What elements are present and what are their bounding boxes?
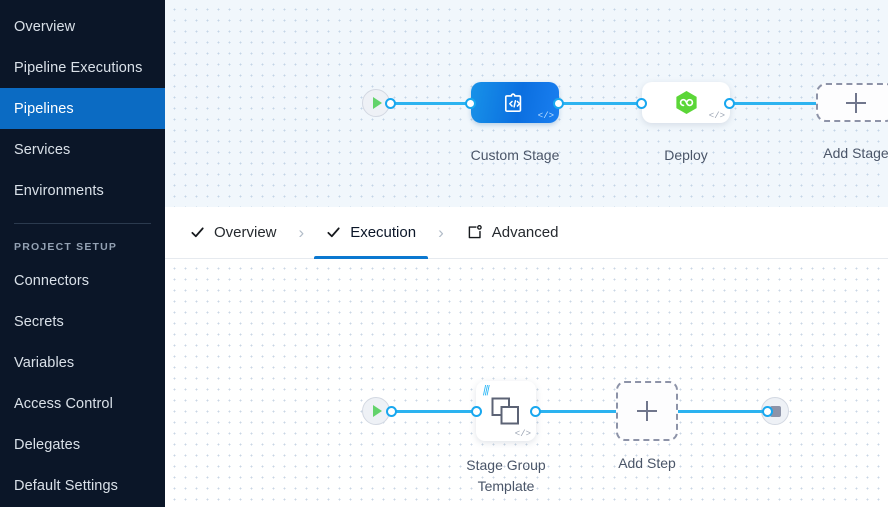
link-add-step-to-end [675,410,773,413]
stacked-squares-icon [491,397,519,425]
play-icon [372,97,382,109]
step-tabbar: Overview › Execution › Advanced [165,207,888,259]
link-start-to-stage-group [391,410,476,413]
add-stage-label: Add Stage [823,145,888,161]
sidebar-item-default-settings[interactable]: Default Settings [0,465,165,506]
execution-graph-canvas[interactable]: ||| </> Stage Group Template Add Step [165,259,888,507]
port-exec-start-out[interactable] [386,406,397,417]
add-stage-button[interactable] [816,83,888,122]
sidebar-item-secrets[interactable]: Secrets [0,301,165,342]
sidebar-item-connectors[interactable]: Connectors [0,260,165,301]
tab-label: Overview [214,224,277,241]
port-stage-group-out[interactable] [530,406,541,417]
tab-separator: › [438,222,444,242]
sidebar-item-environments[interactable]: Environments [0,170,165,211]
sidebar-item-label: Environments [14,182,104,199]
tab-separator: › [298,222,305,242]
port-stage-group-in[interactable] [471,406,482,417]
port-deploy-in[interactable] [636,98,647,109]
plus-icon [637,401,657,421]
port-start-out[interactable] [385,98,396,109]
sidebar-item-pipeline-executions[interactable]: Pipeline Executions [0,47,165,88]
sidebar-item-label: Delegates [14,436,81,453]
code-badge: </> [537,111,554,121]
tab-label: Advanced [491,224,559,241]
sidebar: Overview Pipeline Executions Pipelines S… [0,0,165,507]
sidebar-divider [14,223,151,224]
sidebar-item-variables[interactable]: Variables [0,342,165,383]
sidebar-item-label: Connectors [14,272,90,289]
tab-label: Execution [350,224,417,241]
link-stage-group-to-add-step [535,410,617,413]
play-icon [372,405,382,417]
sidebar-item-label: Pipelines [14,100,74,117]
link-custom-stage-to-deploy [558,102,643,105]
tab-advanced[interactable]: Advanced [454,207,571,259]
sidebar-item-label: Pipeline Executions [14,59,143,76]
port-custom-stage-in[interactable] [465,98,476,109]
stage-node-deploy[interactable]: </> [642,82,730,123]
stage-graph-canvas[interactable]: </> Custom Stage </> Deploy Add Stage [165,0,888,207]
code-badge: </> [514,429,531,439]
code-badge: </> [708,111,725,121]
link-deploy-to-add-stage [729,102,817,105]
link-start-to-custom-stage [390,102,475,105]
check-icon [327,227,340,238]
sidebar-item-label: Access Control [14,395,113,412]
sidebar-item-pipelines[interactable]: Pipelines [0,88,165,129]
port-custom-stage-out[interactable] [553,98,564,109]
tab-overview[interactable]: Overview [178,207,289,259]
add-step-button[interactable] [616,381,678,441]
custom-stage-code-icon [504,92,522,112]
stage-node-custom-stage[interactable]: </> [471,82,559,123]
sidebar-item-overview[interactable]: Overview [0,6,165,47]
sidebar-item-access-control[interactable]: Access Control [0,383,165,424]
port-deploy-out[interactable] [724,98,735,109]
sidebar-item-label: Default Settings [14,477,118,494]
advanced-settings-icon [468,225,482,239]
sidebar-item-delegates[interactable]: Delegates [0,424,165,465]
check-icon [191,227,204,238]
content-area: </> Custom Stage </> Deploy Add Stage [165,0,888,507]
stage-label-custom-stage: Custom Stage [470,147,560,163]
add-step-label: Add Step [618,455,676,471]
sidebar-item-services[interactable]: Services [0,129,165,170]
stage-label-deploy: Deploy [664,147,708,163]
deploy-hexagon-icon [675,91,697,114]
plus-icon [846,92,866,113]
tab-execution[interactable]: Execution [314,207,428,259]
stop-icon [769,405,781,417]
sidebar-item-label: Variables [14,354,75,371]
sidebar-section-title: PROJECT SETUP [14,241,118,253]
execution-start[interactable] [362,397,390,425]
step-node-stage-group-template[interactable]: ||| </> [476,381,536,441]
port-exec-end-in[interactable] [762,406,773,417]
step-label-stage-group-template: Stage Group Template [466,457,546,494]
sidebar-item-label: Secrets [14,313,64,330]
sidebar-item-label: Services [14,141,71,158]
sidebar-item-label: Overview [14,18,76,35]
